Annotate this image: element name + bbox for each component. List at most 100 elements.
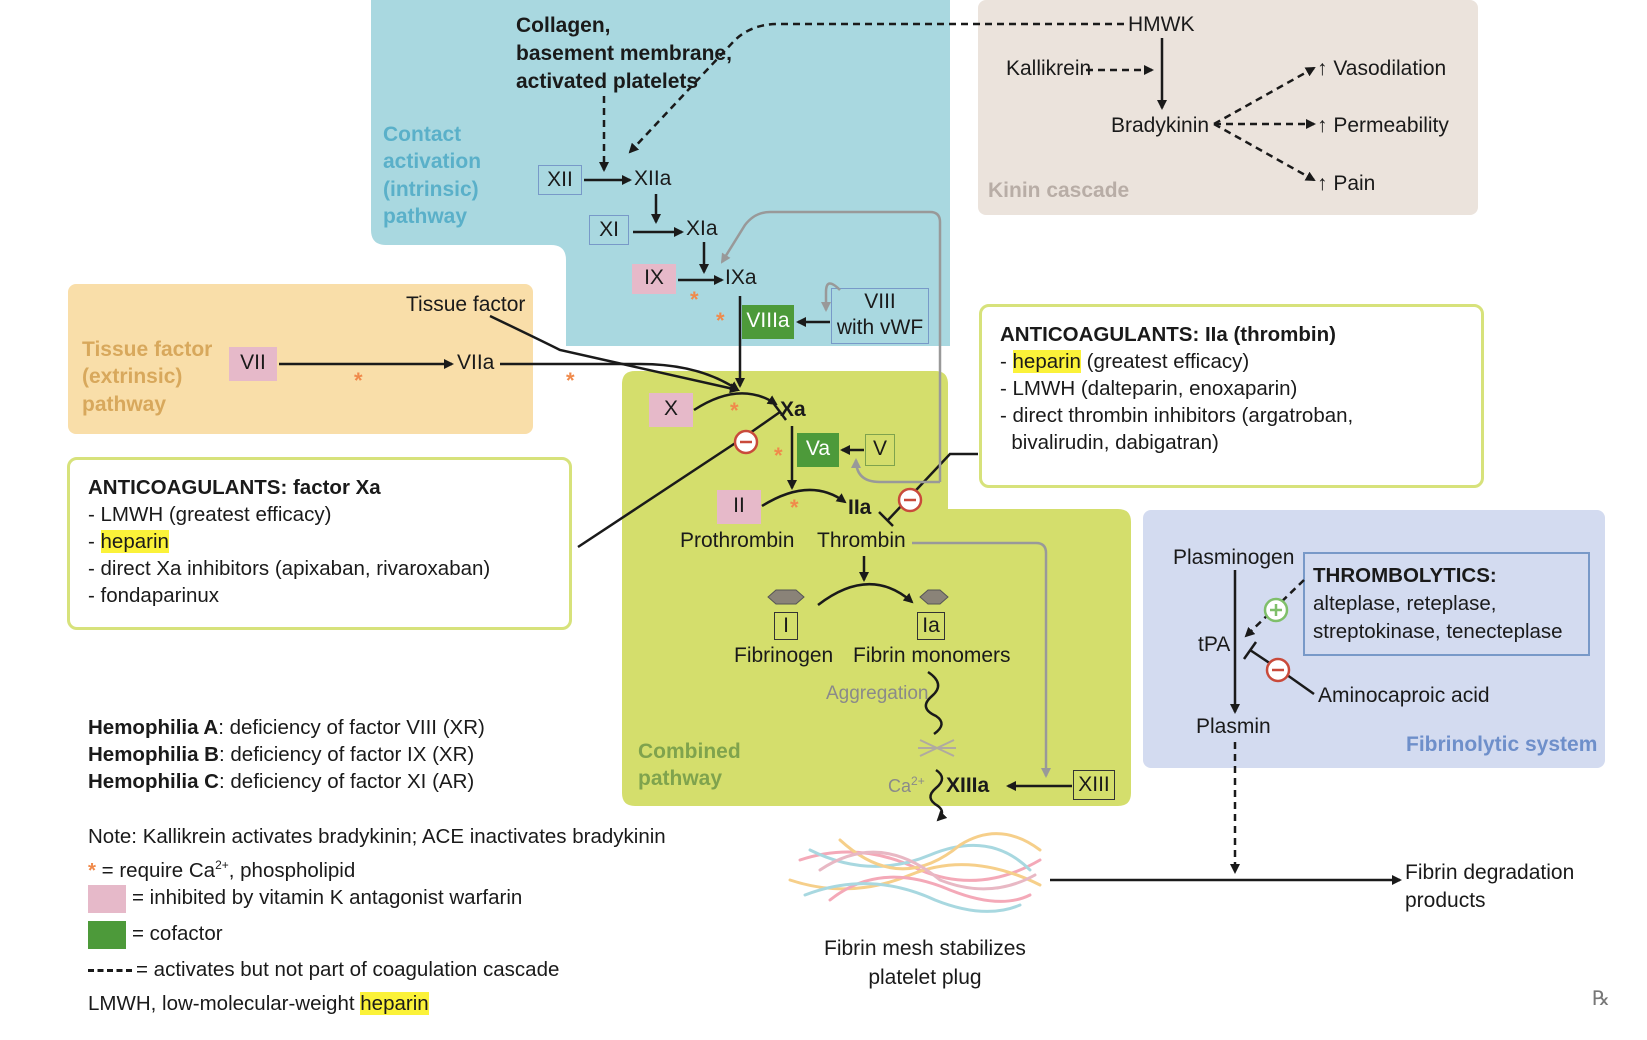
factor-iia: IIa <box>848 496 872 519</box>
crosslink-icon <box>918 739 956 757</box>
ca-asterisk: * <box>730 398 739 423</box>
thrombolytic-item: streptokinase, tenecteplase <box>1313 620 1563 643</box>
rx-logo: ℞ <box>1592 988 1610 1010</box>
factor-x: X <box>649 393 693 427</box>
anticoagulant-item: - LMWH (dalteparin, enoxaparin) <box>1000 377 1298 400</box>
hemophilia-b: Hemophilia B: deficiency of factor IX (X… <box>88 743 475 766</box>
vasodilation-label: ↑ Vasodilation <box>1317 57 1447 80</box>
hemophilia-c: Hemophilia C: deficiency of factor XI (A… <box>88 770 475 793</box>
extrinsic-pathway-title: Tissue factor (extrinsic) pathway <box>82 338 213 416</box>
feedback-thrombin-xiii <box>912 541 1051 778</box>
factor-va: Va <box>797 433 839 467</box>
ca-asterisk: * <box>790 495 799 520</box>
aggregation-squiggle <box>924 670 943 736</box>
factor-xa: Xa <box>780 398 806 421</box>
factor-xiii: XIII <box>1073 770 1115 800</box>
tpa-label: tPA <box>1198 633 1231 656</box>
inhibit-line-iia <box>887 452 978 521</box>
legend-green: = cofactor <box>88 920 223 949</box>
legend-pink: = inhibited by vitamin K antagonist warf… <box>88 884 522 913</box>
factor-ixa: IXa <box>725 266 757 289</box>
plasmin-label: Plasmin <box>1196 715 1271 738</box>
inhibit-bar-tpa <box>1242 641 1258 660</box>
factor-v: V <box>865 434 895 466</box>
ca-asterisk: * <box>716 308 725 333</box>
factor-vii: VII <box>229 347 277 381</box>
contact-trigger-label: Collagen, basement membrane, activated p… <box>516 14 732 93</box>
arrow-viia-xa <box>500 362 740 392</box>
hmwk-label: HMWK <box>1128 13 1195 36</box>
fibrin-mesh-label: Fibrin mesh stabilizes platelet plug <box>824 937 1026 989</box>
thrombolytics-title: THROMBOLYTICS: <box>1313 564 1497 587</box>
plasminogen-label: Plasminogen <box>1173 546 1295 569</box>
aminocaproic-acid-label: Aminocaproic acid <box>1318 684 1490 707</box>
fibrinogen-label: Fibrinogen <box>734 644 834 667</box>
arrow-fibrinogen-fibrin <box>817 583 914 606</box>
prothrombin-label: Prothrombin <box>680 529 795 552</box>
factor-ix: IX <box>632 264 676 294</box>
contact-pathway-title: Contact activation (intrinsic) pathway <box>383 123 482 228</box>
plus-circle-thrombolytics <box>1263 597 1289 623</box>
dashed-bradykinin-vasodilation <box>1213 66 1316 126</box>
anticoagulant-item: - heparin <box>88 530 169 553</box>
thrombolytic-item: alteplase, reteplase, <box>1313 592 1497 615</box>
feedback-thrombin-ixa <box>720 210 942 482</box>
fibrin-mesh-icon <box>788 832 1042 913</box>
anticoagulants-xa-title: ANTICOAGULANTS: factor Xa <box>88 476 381 499</box>
fibrinolytic-region <box>1143 510 1605 768</box>
tissue-factor-label: Tissue factor <box>406 293 526 316</box>
combined-pathway-region <box>622 371 1131 806</box>
kinin-cascade-title: Kinin cascade <box>988 179 1130 202</box>
hemophilia-a: Hemophilia A: deficiency of factor VIII … <box>88 716 485 739</box>
factor-xiia: XIIa <box>634 167 672 190</box>
factor-viiia: VIIIa <box>742 305 794 339</box>
contact-pathway-region <box>371 0 950 346</box>
aggregation-label: Aggregation <box>826 683 929 704</box>
factor-xi: XI <box>589 215 629 245</box>
ca-asterisk: * <box>690 287 699 312</box>
factor-xii: XII <box>538 165 582 195</box>
arrow-x-xa <box>693 392 778 412</box>
legend-dashed: = activates but not part of coagulation … <box>88 956 559 983</box>
minus-circle-iia <box>897 487 923 513</box>
hemophilia-list: Hemophilia A: deficiency of factor VIII … <box>88 714 485 795</box>
anticoagulant-item: - direct Xa inhibitors (apixaban, rivaro… <box>88 557 491 580</box>
minus-circle-xa <box>733 429 759 455</box>
pain-label: ↑ Pain <box>1317 172 1376 195</box>
extrinsic-pathway-region <box>68 284 533 434</box>
legend-note: Note: Kallikrein activates bradykinin; A… <box>88 825 666 848</box>
thrombin-label: Thrombin <box>817 529 906 552</box>
anticoagulant-item: - fondaparinux <box>88 584 220 607</box>
kinin-cascade-region <box>978 0 1478 215</box>
fibrinogen-hexagon-icon <box>767 589 805 605</box>
heparin-highlight: heparin <box>100 530 169 553</box>
anticoagulants-iia-title: ANTICOAGULANTS: IIa (thrombin) <box>1000 323 1336 346</box>
bradykinin-label: Bradykinin <box>1111 114 1210 137</box>
factor-ia: Ia <box>917 612 945 640</box>
anticoagulants-xa-box: ANTICOAGULANTS: factor Xa - LMWH (greate… <box>67 457 572 630</box>
arrow-tissue-factor-xa <box>489 314 740 394</box>
feedback-thrombin-v <box>851 458 940 484</box>
arrow-ii-iia <box>761 488 847 508</box>
thrombolytics-box: THROMBOLYTICS: alteplase, reteplase, str… <box>1303 552 1590 656</box>
inhibit-bar-iia <box>878 511 894 527</box>
green-swatch <box>88 920 126 949</box>
minus-circle-aminocaproic <box>1265 657 1291 683</box>
crosslink-squiggle <box>929 768 948 822</box>
heparin-highlight: heparin <box>360 992 429 1015</box>
dashed-line-sample <box>88 969 132 973</box>
anticoagulant-item: bivalirudin, dabigatran) <box>1000 431 1219 454</box>
fibrin-degradation-label: Fibrin degradation products <box>1405 861 1575 912</box>
anticoagulant-item: - LMWH (greatest efficacy) <box>88 503 332 526</box>
dashed-hmwk-xii <box>628 22 1124 154</box>
combined-pathway-title: Combined pathway <box>638 740 741 791</box>
factor-xia: XIa <box>686 217 718 240</box>
inhibit-bar-xa <box>773 403 787 421</box>
legend-asterisk: * = require Ca2+, phospholipid <box>88 858 356 882</box>
anticoagulants-iia-box: ANTICOAGULANTS: IIa (thrombin) - heparin… <box>979 304 1484 488</box>
factor-xiiia: XIIIa <box>946 774 990 797</box>
pink-swatch <box>88 884 126 913</box>
dashed-bradykinin-pain <box>1213 122 1316 182</box>
ca-asterisk: * <box>354 368 363 393</box>
